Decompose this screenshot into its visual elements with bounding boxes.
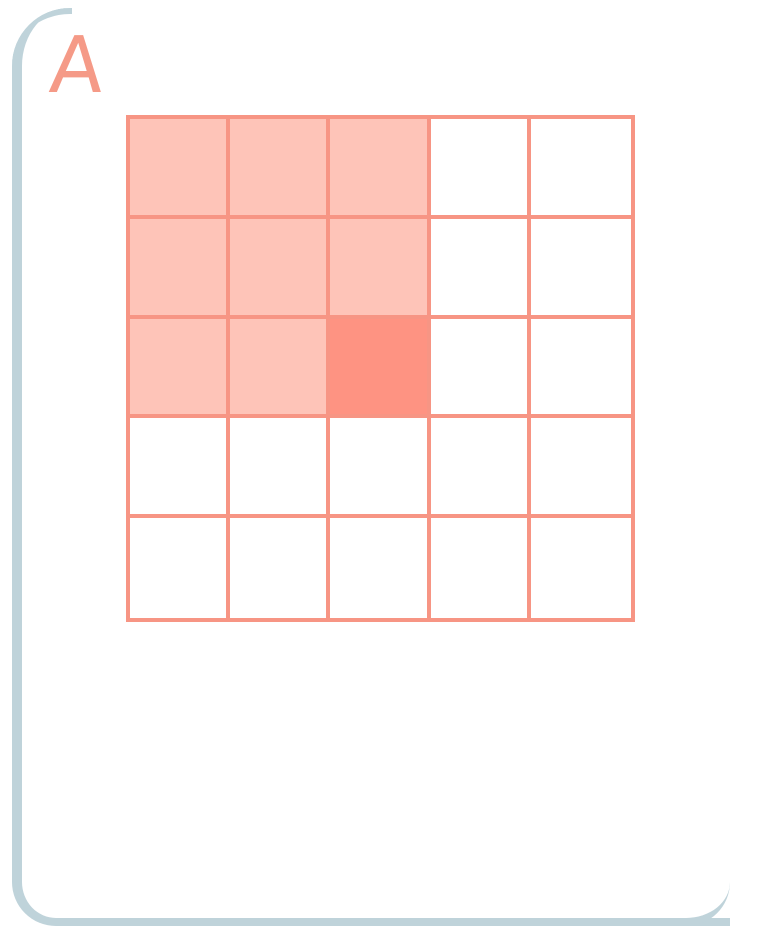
- grid-cell[interactable]: [430, 218, 531, 319]
- grid-cell[interactable]: [230, 518, 331, 618]
- grid-cell-covered[interactable]: [230, 119, 331, 219]
- card-label: A: [46, 21, 107, 111]
- grid-cell-highlighted[interactable]: [330, 318, 431, 419]
- grid-cell[interactable]: [430, 418, 531, 519]
- grid-cell[interactable]: [530, 418, 631, 519]
- grid-cell[interactable]: [130, 518, 231, 618]
- grid-cell[interactable]: [530, 119, 631, 219]
- grid-cell-covered[interactable]: [130, 119, 231, 219]
- grid-cell[interactable]: [430, 119, 531, 219]
- grid-cell[interactable]: [530, 518, 631, 618]
- grid-cell[interactable]: [130, 418, 231, 519]
- grid-cell[interactable]: [430, 318, 531, 419]
- grid-cell[interactable]: [530, 218, 631, 319]
- grid-cell-covered[interactable]: [230, 218, 331, 319]
- grid-cell[interactable]: [330, 518, 431, 618]
- grid-cell-covered[interactable]: [130, 218, 231, 319]
- grid-board: [126, 115, 635, 622]
- grid-cell-covered[interactable]: [330, 218, 431, 319]
- grid-cell-covered[interactable]: [230, 318, 331, 419]
- grid-cell-covered[interactable]: [330, 119, 431, 219]
- grid-cell[interactable]: [430, 518, 531, 618]
- grid-cell[interactable]: [230, 418, 331, 519]
- grid-cell[interactable]: [530, 318, 631, 419]
- grid-cell-covered[interactable]: [130, 318, 231, 419]
- grid-cell[interactable]: [330, 418, 431, 519]
